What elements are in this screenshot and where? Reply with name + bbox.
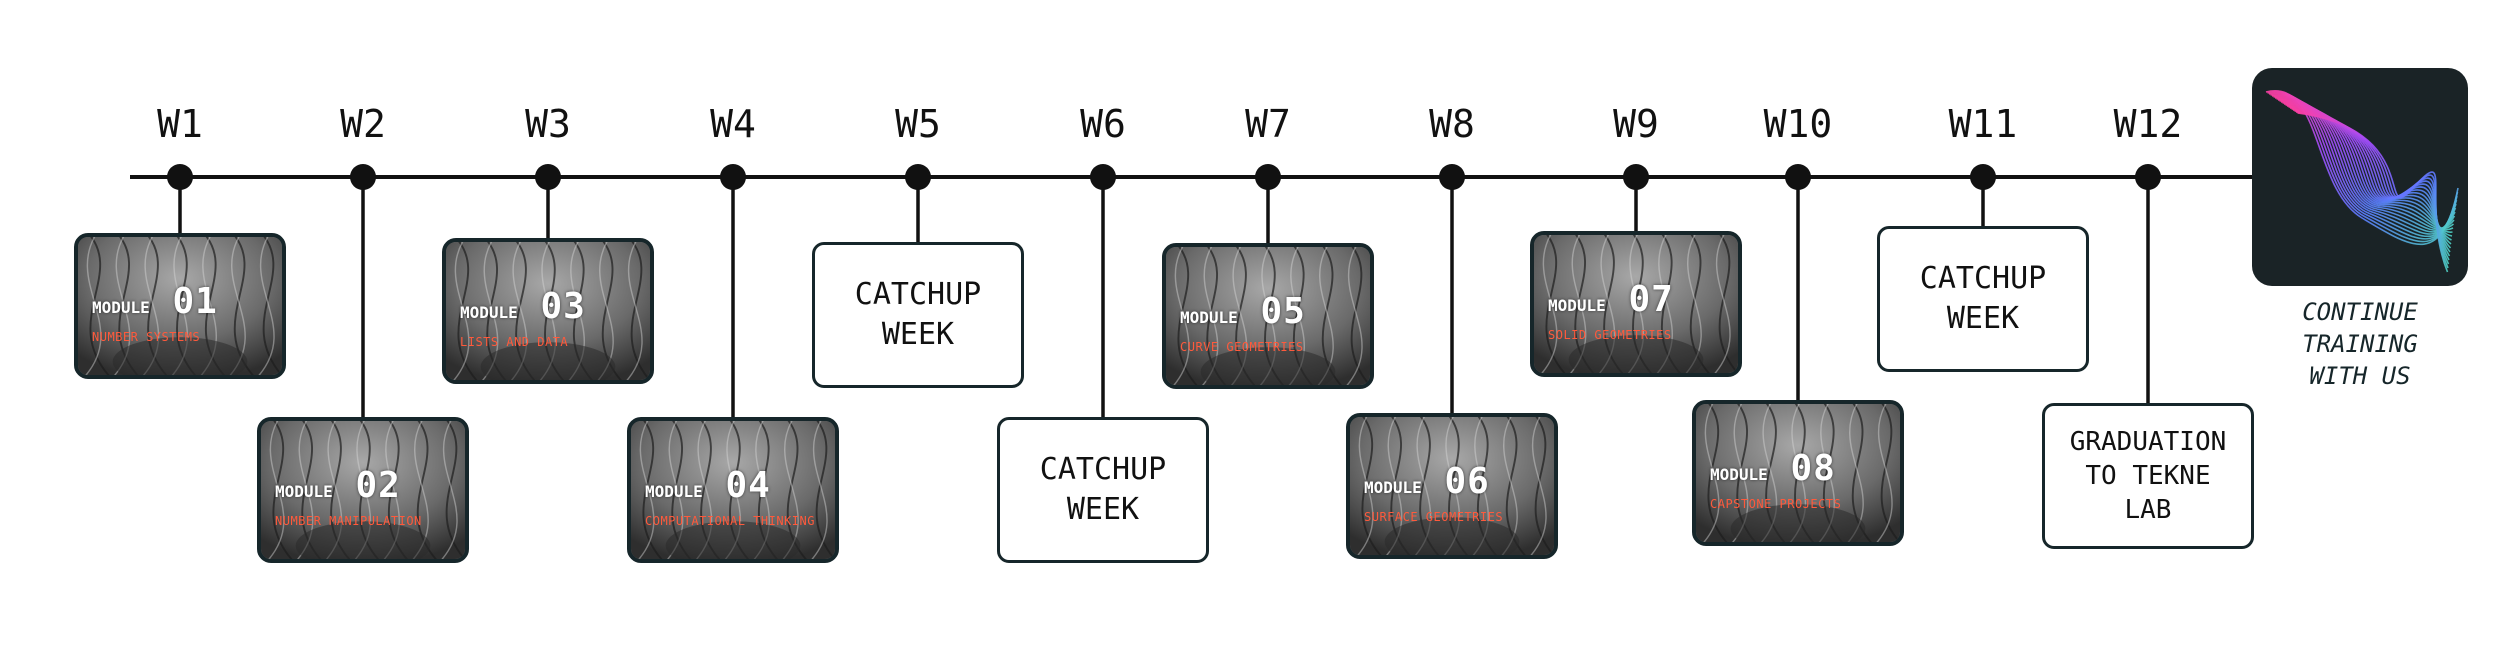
module-title: MODULE 05 — [1180, 291, 1306, 332]
module-subtitle: SURFACE GEOMETRIES — [1364, 510, 1504, 524]
catchup-week-box[interactable]: CATCHUP WEEK — [812, 242, 1024, 388]
module-title: MODULE 01 — [92, 281, 218, 322]
week-label: W11 — [1948, 102, 2018, 146]
module-word: MODULE — [1180, 308, 1238, 327]
module-word: MODULE — [1710, 465, 1768, 484]
module-title: MODULE 04 — [645, 465, 771, 506]
catchup-week-box[interactable]: CATCHUP WEEK — [997, 417, 1209, 563]
week-label: W5 — [895, 102, 941, 146]
module-texture-image — [78, 237, 282, 375]
week-label: W6 — [1080, 102, 1126, 146]
week-dot — [1785, 164, 1811, 190]
week-dot — [1090, 164, 1116, 190]
module-word: MODULE — [92, 298, 150, 317]
week-dot — [2135, 164, 2161, 190]
week-label: W12 — [2113, 102, 2183, 146]
module-subtitle: CURVE GEOMETRIES — [1180, 340, 1304, 354]
module-texture-image — [261, 421, 465, 559]
module-subtitle: SOLID GEOMETRIES — [1548, 328, 1672, 342]
module-subtitle: COMPUTATIONAL THINKING — [645, 514, 815, 528]
module-subtitle: CAPSTONE PROJECTS — [1710, 497, 1842, 511]
module-subtitle: NUMBER MANIPULATION — [275, 514, 422, 528]
module-texture-image — [631, 421, 835, 559]
module-word: MODULE — [1364, 478, 1422, 497]
catchup-week-box[interactable]: CATCHUP WEEK — [1877, 226, 2089, 372]
week-dot — [905, 164, 931, 190]
week-dot — [167, 164, 193, 190]
module-subtitle: NUMBER SYSTEMS — [92, 330, 201, 344]
module-number: 05 — [1237, 291, 1306, 332]
graduation-box[interactable]: GRADUATION TO TEKNE LAB — [2042, 403, 2254, 549]
tekne-wave-logo-icon[interactable] — [2252, 68, 2468, 286]
module-title: MODULE 07 — [1548, 279, 1674, 320]
module-texture-image — [1166, 247, 1370, 385]
week-label: W4 — [710, 102, 756, 146]
module-word: MODULE — [645, 482, 703, 501]
week-label: W1 — [157, 102, 203, 146]
module-title: MODULE 03 — [460, 286, 586, 327]
module-number: 06 — [1421, 461, 1490, 502]
week-dot — [1255, 164, 1281, 190]
module-word: MODULE — [460, 303, 518, 322]
week-label: W7 — [1245, 102, 1291, 146]
week-dot — [720, 164, 746, 190]
module-texture-image — [446, 242, 650, 380]
module-texture-image — [1534, 235, 1738, 373]
module-title: MODULE 08 — [1710, 448, 1836, 489]
week-dot — [1970, 164, 1996, 190]
module-number: 04 — [702, 465, 771, 506]
week-dot — [350, 164, 376, 190]
continue-training-caption: CONTINUE TRAINING WITH US — [2302, 298, 2418, 390]
module-word: MODULE — [1548, 296, 1606, 315]
module-number: 08 — [1767, 448, 1836, 489]
week-label: W9 — [1613, 102, 1659, 146]
week-label: W8 — [1429, 102, 1475, 146]
module-title: MODULE 02 — [275, 465, 401, 506]
week-label: W10 — [1763, 102, 1833, 146]
week-label: W3 — [525, 102, 571, 146]
module-number: 02 — [332, 465, 401, 506]
module-subtitle: LISTS AND DATA — [460, 335, 569, 349]
week-label: W2 — [340, 102, 386, 146]
week-dot — [1623, 164, 1649, 190]
module-texture-image — [1696, 404, 1900, 542]
module-number: 03 — [517, 286, 586, 327]
module-number: 07 — [1605, 279, 1674, 320]
module-number: 01 — [149, 281, 218, 322]
week-dot — [535, 164, 561, 190]
module-texture-image — [1350, 417, 1554, 555]
week-dot — [1439, 164, 1465, 190]
module-title: MODULE 06 — [1364, 461, 1490, 502]
module-word: MODULE — [275, 482, 333, 501]
